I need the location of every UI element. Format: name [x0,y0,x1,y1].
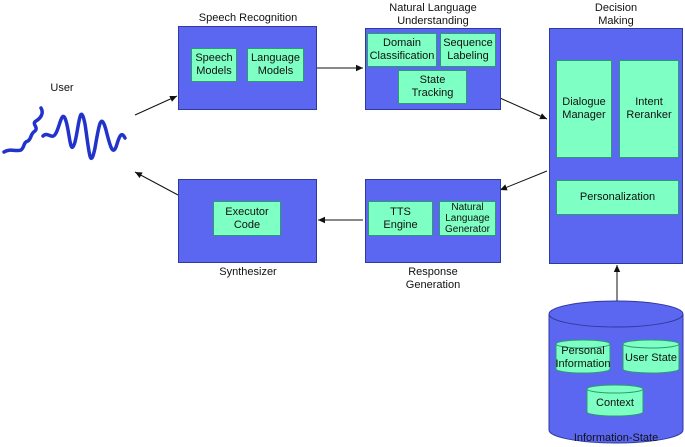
decision-making-title: Decision Making [594,2,638,27]
user-state-cylinder [622,339,680,374]
arrow-nlu-to-decision-making [499,97,548,120]
speech-models-label: Speech Models [195,52,233,77]
arrow-decision-making-to-response-generation [499,170,548,191]
nlg-label: Natural Language Generator [444,202,491,235]
context-cylinder [586,384,644,417]
context-label: Context [596,396,634,409]
sequence-labeling-module: Sequence Labeling [440,33,496,67]
user-profile-icon [2,106,44,154]
domain-classification-module: Domain Classification [367,33,437,67]
personal-information-cylinder [555,339,611,374]
user-state-label: User State [625,351,677,364]
tts-engine-label: TTS Engine [383,205,418,231]
speech-recognition-title: Speech Recognition [198,12,298,24]
intent-reranker-module: Intent Reranker [619,60,679,158]
arrow-synthesizer-to-user [134,171,179,196]
arrow-user-to-speech-recognition [134,95,178,116]
dialogue-manager-module: Dialogue Manager [556,60,612,158]
language-models-module: Language Models [247,48,304,82]
sequence-labeling-label: Sequence Labeling [443,37,493,62]
executor-code-label: Executor Code [225,205,269,231]
voice-waveform-icon [41,112,127,160]
language-models-label: Language Models [251,52,300,77]
dialogue-manager-label: Dialogue Manager [562,96,606,121]
personalization-label: Personalization [579,191,656,203]
synthesizer-title: Synthesizer [219,266,277,278]
information-state-title: Information-State [573,432,659,444]
executor-code-module: Executor Code [213,201,281,236]
state-tracking-label: State Tracking [411,74,454,99]
nlu-title: Natural Language Understanding [389,2,477,27]
response-generation-title: Response Generation [405,266,461,291]
tts-engine-module: TTS Engine [368,201,433,236]
personal-information-label: Personal Information [555,345,611,370]
domain-classification-label: Domain Classification [369,37,435,62]
speech-models-module: Speech Models [191,48,237,82]
intent-reranker-label: Intent Reranker [626,96,672,121]
nlg-module: Natural Language Generator [439,201,496,236]
state-tracking-module: State Tracking [398,70,467,104]
user-label: User [50,82,74,94]
personalization-module: Personalization [556,180,679,215]
